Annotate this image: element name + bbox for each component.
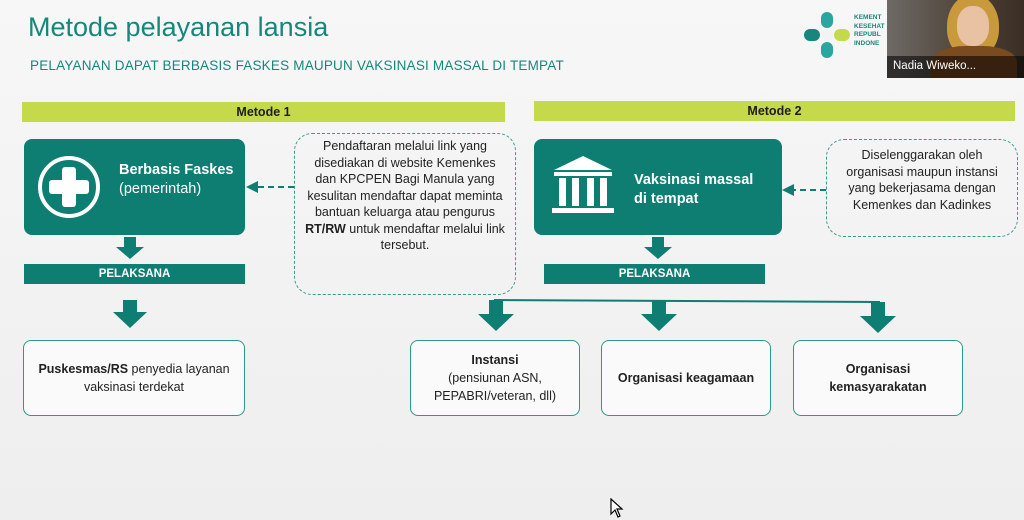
target-subtitle: (pensiunan ASN, PEPABRI/veteran, dll) xyxy=(433,371,557,403)
target-organisasi-keagamaan: Organisasi keagamaan xyxy=(601,340,771,416)
box-title-text: Berbasis Faskes xyxy=(119,162,234,178)
berbasis-faskes-label: Berbasis Faskes (pemerintah) xyxy=(119,161,239,199)
note-bold-text: RT/RW xyxy=(305,221,346,236)
vaksinasi-massal-box: Vaksinasi massal di tempat xyxy=(534,139,782,235)
organizer-note: Diselenggarakan oleh organisasi maupun i… xyxy=(826,139,1018,237)
target-instansi: Instansi (pensiunan ASN, PEPABRI/veteran… xyxy=(410,340,580,416)
down-arrow-icon xyxy=(860,302,896,333)
slide-title: Metode pelayanan lansia xyxy=(28,12,329,42)
participant-face xyxy=(957,6,989,46)
berbasis-faskes-box: Berbasis Faskes (pemerintah) xyxy=(24,139,245,235)
target-title: Organisasi kemasyarakatan xyxy=(829,362,927,394)
pelaksana-bar-1: PELAKSANA xyxy=(24,264,245,284)
pelaksana-bar-2: PELAKSANA xyxy=(544,264,765,284)
method-2-header: Metode 2 xyxy=(534,101,1015,121)
method-1-header: Metode 1 xyxy=(22,102,505,122)
cursor-icon xyxy=(610,498,624,518)
logo-text: KEMENT KESEHAT REPUBL INDONE xyxy=(854,14,888,48)
vaksinasi-massal-label: Vaksinasi massal di tempat xyxy=(634,172,754,207)
building-columns-icon xyxy=(552,156,614,213)
logo-line: INDONE xyxy=(854,39,880,47)
target-puskesmas-text: Puskesmas/RS penyedia layanan vaksinasi … xyxy=(24,360,244,396)
target-bold-text: Puskesmas/RS xyxy=(38,362,129,376)
plus-cross-icon xyxy=(38,156,100,218)
note-text-end: untuk mendaftar melalui link tersebut. xyxy=(345,221,505,253)
down-arrow-icon xyxy=(116,237,144,259)
registration-note: Pendaftaran melalui link yang disediakan… xyxy=(294,133,516,295)
kemenkes-logo-icon xyxy=(804,12,850,58)
target-rest-text: penyedia layanan vaksinasi terdekat xyxy=(83,362,230,394)
box-subtitle-text: (pemerintah) xyxy=(119,181,202,197)
logo-line: REPUBL xyxy=(854,31,881,39)
participant-video-tile[interactable]: Nadia Wiweko... xyxy=(887,0,1024,78)
note-text: Pendaftaran melalui link yang disediakan… xyxy=(307,139,503,219)
down-arrow-icon xyxy=(644,237,672,259)
target-title: Instansi xyxy=(471,353,519,367)
slide-subtitle: PELAYANAN DAPAT BERBASIS FASKES MAUPUN V… xyxy=(30,58,564,73)
target-puskesmas: Puskesmas/RS penyedia layanan vaksinasi … xyxy=(23,340,245,416)
participant-name: Nadia Wiweko... xyxy=(887,56,1024,78)
target-title: Organisasi keagamaan xyxy=(617,371,755,385)
down-arrow-icon xyxy=(641,300,677,331)
down-arrow-icon xyxy=(113,300,147,328)
target-organisasi-kemasyarakatan: Organisasi kemasyarakatan xyxy=(793,340,963,416)
logo-line: KESEHAT xyxy=(854,22,885,30)
down-arrow-icon xyxy=(478,300,514,331)
logo-line: KEMENT xyxy=(854,14,882,21)
